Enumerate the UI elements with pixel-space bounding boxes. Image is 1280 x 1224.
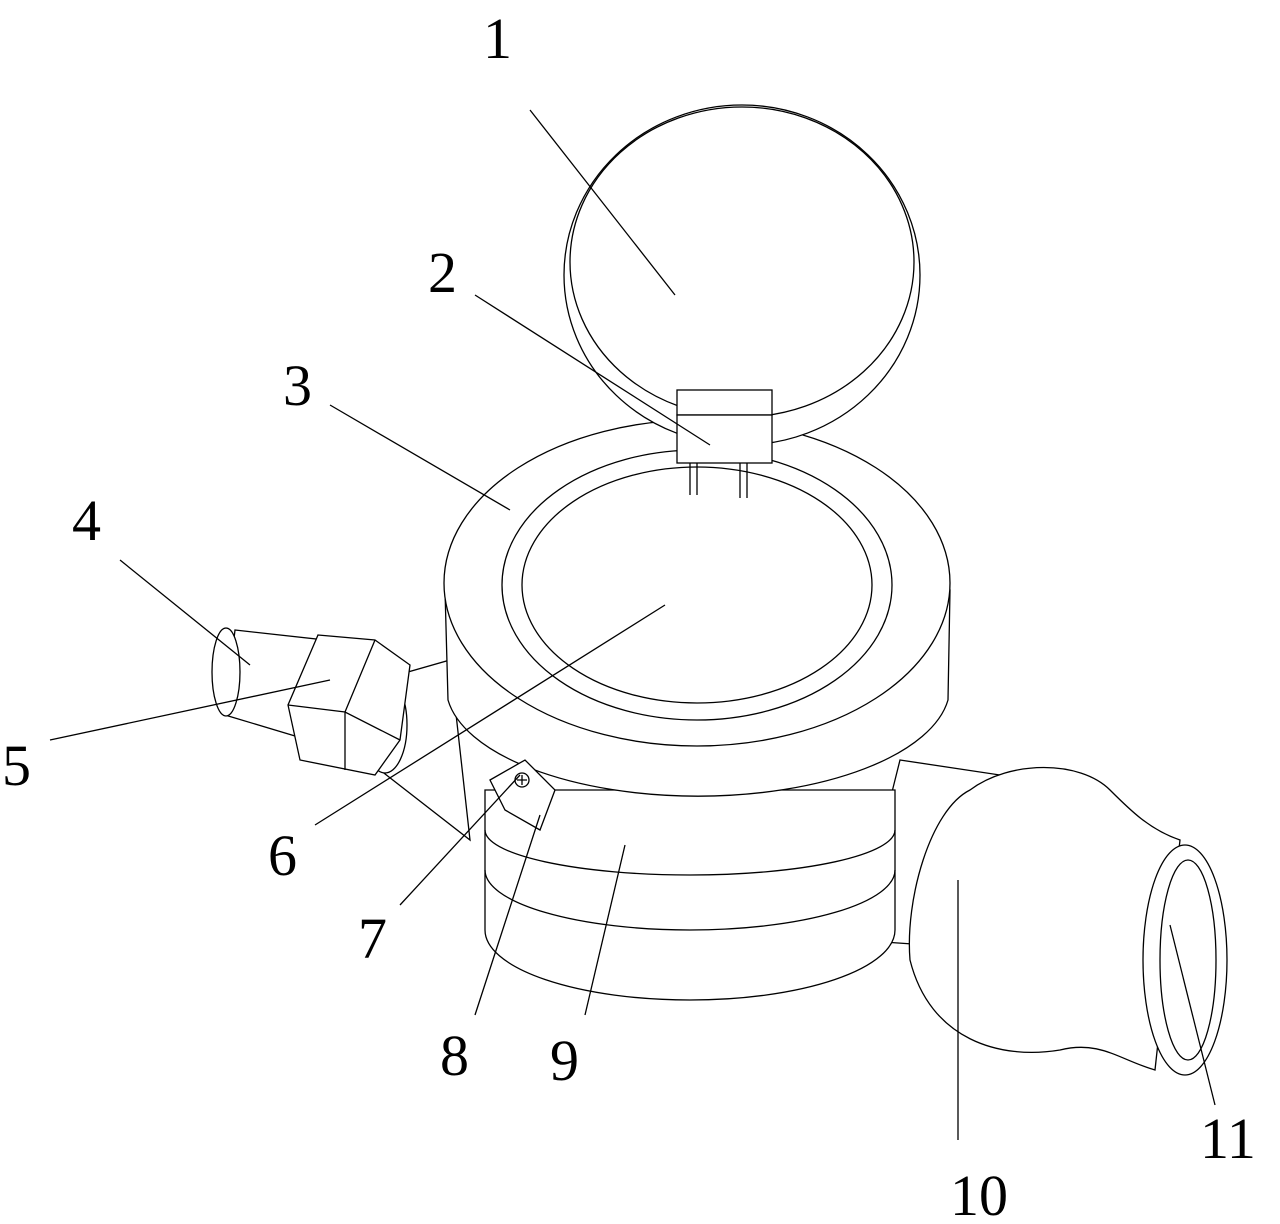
label-4: 4 [72, 488, 101, 553]
label-9: 9 [550, 1028, 579, 1093]
label-2: 2 [428, 240, 457, 305]
label-8: 8 [440, 1023, 469, 1088]
label-6: 6 [268, 823, 297, 888]
leader-lines [49, 109, 1216, 1140]
outlet-body [908, 766, 1228, 1076]
label-10: 10 [950, 1163, 1008, 1224]
label-1: 1 [483, 6, 512, 71]
hinge [676, 389, 773, 498]
meter-lid [563, 104, 921, 446]
hex-nut [287, 634, 411, 776]
label-5: 5 [2, 733, 31, 798]
label-11: 11 [1200, 1106, 1256, 1171]
label-7: 7 [358, 906, 387, 971]
body-lower [484, 789, 896, 1001]
label-3: 3 [283, 353, 312, 418]
